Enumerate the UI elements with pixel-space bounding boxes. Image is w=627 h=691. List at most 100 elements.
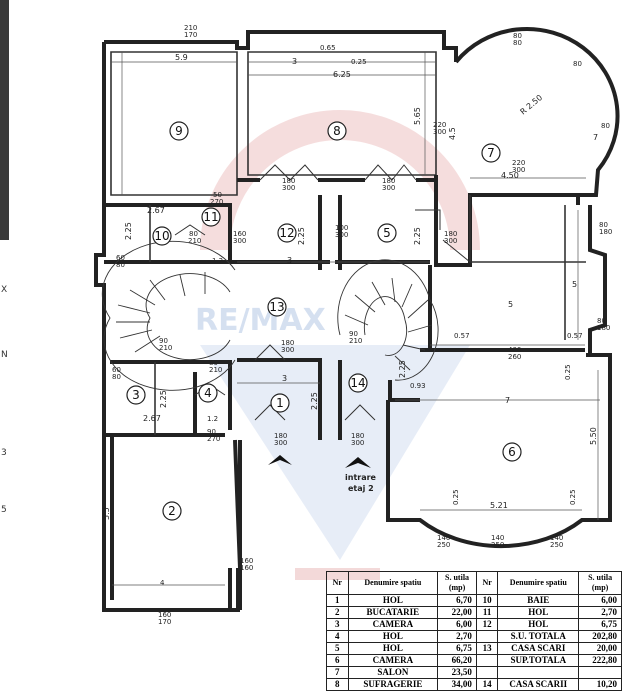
dimension-label: 160 [240, 564, 253, 572]
legend-area: 20,00 [578, 642, 622, 655]
dimension-label: 250 [550, 541, 563, 549]
legend-header-nr: Nr [326, 571, 349, 595]
room-number: 12 [279, 226, 294, 240]
dimension-label: 80 [597, 317, 606, 325]
dimension-label: 210 [184, 24, 197, 32]
legend-nr [475, 630, 499, 643]
legend-row: 8 SUFRAGERIE 34,00 14 CASA SCARII 10,20 [326, 678, 622, 691]
dimension-label: 80 [513, 39, 522, 47]
legend-name: SUP.TOTALA [497, 654, 580, 667]
legend-nr: 6 [326, 654, 349, 667]
dimension-label: 140 [550, 534, 563, 542]
dimension-label: 180 [282, 177, 295, 185]
room-number: 1 [276, 396, 284, 410]
dimension-label: 80 [601, 122, 610, 130]
legend-row: 4 HOL 2,70 S.U. TOTALA 202,80 [326, 630, 622, 643]
dimension-labels: 210 170 0.65 0.25 6.25 5.9 3 80 80 80 80… [102, 24, 612, 626]
dimension-label: 90 [349, 330, 358, 338]
dimension-label: 300 [274, 439, 287, 447]
dimension-label: R 2.50 [519, 93, 545, 117]
legend-area: 23,50 [437, 666, 477, 679]
room-number: 3 [132, 388, 140, 402]
dimension-label: 6.25 [333, 70, 351, 79]
dimension-label: 220 [512, 159, 525, 167]
legend-area: 6,75 [578, 618, 622, 631]
legend-name: HOL [497, 606, 580, 619]
dimension-label: 300 [282, 184, 295, 192]
dimension-label: 180 [274, 432, 287, 440]
staircase-right [337, 259, 439, 381]
room-number: 8 [333, 124, 341, 138]
legend-area: 66,20 [437, 654, 477, 667]
room-marker-circle [126, 385, 146, 405]
watermark-text: RE/MAX [195, 303, 326, 338]
dimension-label: 0.25 [569, 489, 577, 505]
dimension-label: 140 [491, 534, 504, 542]
legend-name: CAMERA [347, 618, 439, 631]
dimension-label: 180 [382, 177, 395, 185]
dimension-label: 300 [351, 439, 364, 447]
dimension-label: 300 [444, 237, 457, 245]
dimension-label: 80 [116, 261, 125, 269]
dimension-label: 300 [433, 128, 446, 136]
legend-nr [475, 666, 499, 679]
legend-area [578, 666, 622, 679]
legend-row: 6 CAMERA 66,20 SUP.TOTALA 222,80 [326, 654, 622, 667]
dimension-label: 210 [159, 344, 172, 352]
legend-nr: 13 [475, 642, 499, 655]
room-marker-circle [348, 373, 368, 393]
legend-row: 7 SALON 23,50 [326, 666, 622, 679]
room-marker-circle [267, 297, 287, 317]
room-markers: 1 2 3 4 5 6 7 8 9 10 11 12 13 14 [126, 121, 522, 521]
dimension-label: 210 [209, 366, 222, 374]
dimension-label: 7 [505, 396, 510, 405]
legend-header-name: Denumire spatiu [497, 571, 580, 595]
dimension-label: 7 [593, 133, 598, 142]
legend-nr: 14 [475, 678, 499, 691]
legend-name [497, 666, 580, 679]
room-marker-circle [327, 121, 347, 141]
legend-nr: 5 [326, 642, 349, 655]
legend-name: BUCATARIE [347, 606, 439, 619]
dimension-label: 80 [599, 221, 608, 229]
room-number: 10 [154, 229, 169, 243]
legend-name: CASA SCARII [497, 678, 580, 691]
entrance-label-floor: etaj 2 [348, 484, 374, 493]
page-edge-shadow [0, 0, 9, 240]
dimension-label: 5.21 [490, 501, 508, 510]
dimension-label: 80 [209, 359, 218, 367]
dimension-label: 300 [233, 237, 246, 245]
dimension-label: 5.50 [589, 427, 598, 445]
legend-name: SUFRAGERIE [347, 678, 439, 691]
dimension-label: 80 [112, 373, 121, 381]
legend-nr: 8 [326, 678, 349, 691]
dimension-label: 4 [160, 579, 165, 587]
dimension-label: 250 [491, 541, 504, 549]
dimension-label: 5 [508, 300, 513, 309]
room-marker-circle [277, 223, 297, 243]
dimension-label: 80 [189, 230, 198, 238]
room-marker-circle [270, 393, 290, 413]
legend-name: HOL [347, 594, 439, 607]
legend-area: 2,70 [437, 630, 477, 643]
dimension-label: 160 [240, 557, 253, 565]
side-glyph: 5 [1, 505, 7, 515]
room-number: 11 [203, 210, 218, 224]
dimension-label: 140 [437, 534, 450, 542]
legend-area: 222,80 [578, 654, 622, 667]
dimension-label: 270 [207, 435, 220, 443]
dimension-label: 2.25 [398, 360, 407, 378]
dimension-label: 300 [281, 346, 294, 354]
room-marker-circle [152, 226, 172, 246]
room-number: 6 [508, 445, 516, 459]
dimension-label: 1.2 [207, 415, 218, 423]
entrance-arrow-icon [345, 457, 371, 468]
legend-name: HOL [347, 642, 439, 655]
legend-row: 2 BUCATARIE 22,00 11 HOL 2,70 [326, 606, 622, 619]
legend-nr: 7 [326, 666, 349, 679]
outer-walls [94, 26, 620, 612]
room-number: 13 [269, 300, 284, 314]
dimension-label: 250 [437, 541, 450, 549]
legend-header-area: S. utila (mp) [437, 571, 477, 595]
legend-name: BAIE [497, 594, 580, 607]
